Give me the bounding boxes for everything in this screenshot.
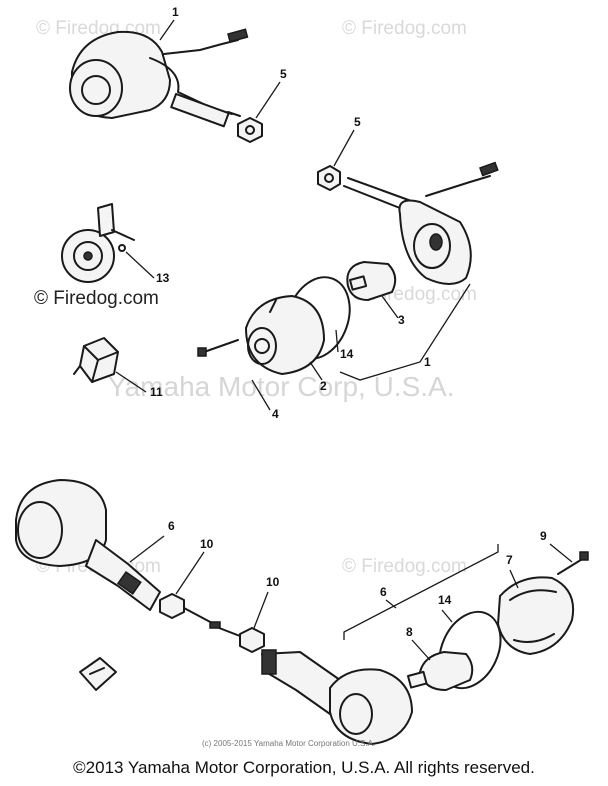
part-screw-upper <box>197 339 239 357</box>
part-relay <box>73 337 119 383</box>
callout-10-middle: 10 <box>266 575 280 589</box>
callout-10-left: 10 <box>200 537 214 551</box>
callout-5-right: 5 <box>354 115 361 129</box>
part-nut-right <box>317 165 341 191</box>
callout-1-assembly: 1 <box>424 355 431 369</box>
part-nut-top <box>237 117 263 143</box>
part-horn <box>61 203 135 283</box>
callout-14-upper: 14 <box>340 347 354 361</box>
direction-tag <box>79 657 117 691</box>
part-flasher-base-right <box>343 161 499 285</box>
part-screw-lower <box>557 551 589 575</box>
part-cable-connector <box>209 621 265 653</box>
callout-6-lower-right: 6 <box>380 585 387 599</box>
callout-13: 13 <box>156 271 170 285</box>
callout-2: 2 <box>320 379 327 393</box>
callout-1-top: 1 <box>172 5 179 19</box>
part-flasher-lower-left <box>15 479 161 611</box>
part-nut-lower-left <box>159 593 215 625</box>
callout-7: 7 <box>506 553 513 567</box>
bracket-assembly-lower <box>343 544 499 640</box>
credit-line: (c) 2005-2015 Yamaha Motor Corporation U… <box>202 739 375 748</box>
part-flasher-housing-top <box>69 28 249 128</box>
part-bulb-upper <box>346 261 397 301</box>
callout-11: 11 <box>150 385 163 399</box>
callout-4: 4 <box>272 407 279 421</box>
callout-5-top: 5 <box>280 67 287 81</box>
watermark-mid-left: © Firedog.com <box>34 288 159 309</box>
part-lens-lower <box>497 576 574 655</box>
part-bulb-lower <box>407 651 474 691</box>
callout-8: 8 <box>406 625 413 639</box>
watermark-top-right: © Firedog.com <box>342 18 467 39</box>
callout-3: 3 <box>398 313 405 327</box>
callout-6-lower-left: 6 <box>168 519 175 533</box>
watermark-lower-right: © Firedog.com <box>342 556 467 577</box>
part-lens-upper <box>245 276 351 375</box>
copyright-footer: ©2013 Yamaha Motor Corporation, U.S.A. A… <box>73 758 535 777</box>
callout-9: 9 <box>540 529 547 543</box>
part-flasher-lower-right <box>261 649 413 745</box>
watermark-center: Yamaha Motor Corp, U.S.A. <box>108 371 455 402</box>
callout-14-lower: 14 <box>438 593 452 607</box>
bracket-assembly-upper <box>339 283 471 381</box>
